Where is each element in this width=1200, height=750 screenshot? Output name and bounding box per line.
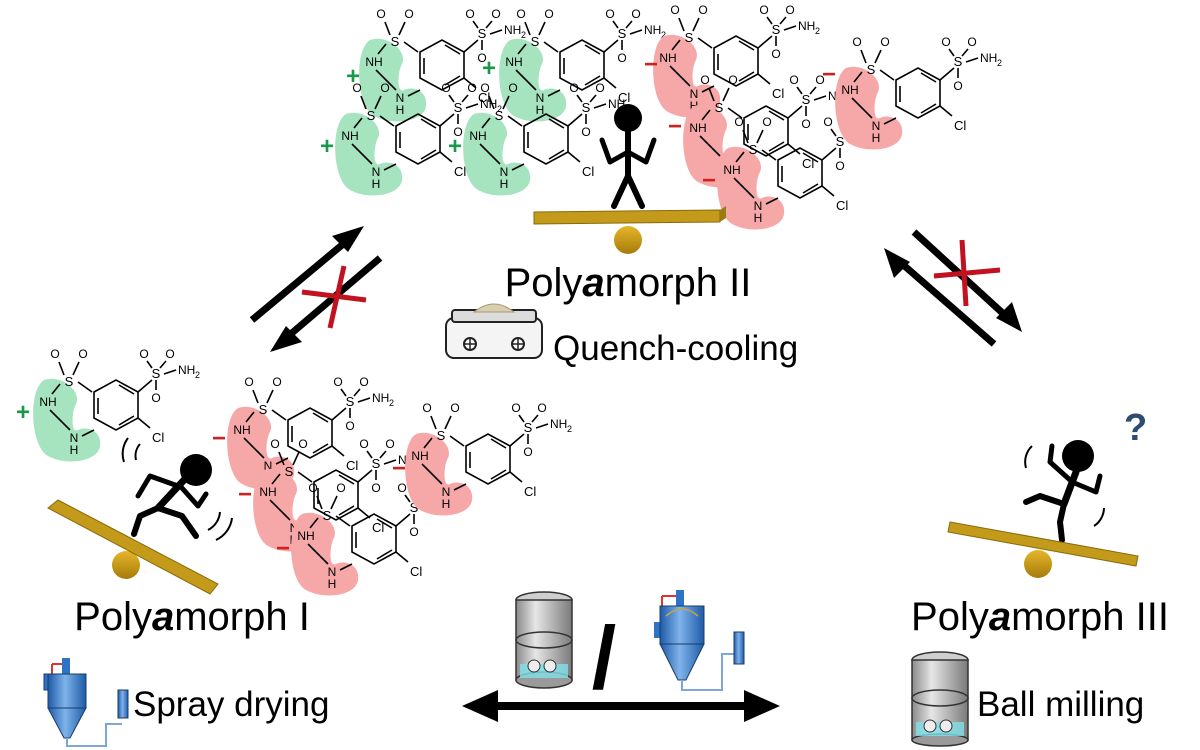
ball-mill-jar-icon — [515, 591, 573, 689]
ball-milling-label: Ball milling — [977, 685, 1144, 724]
molecule-negative — [404, 400, 573, 517]
molecule-negative — [834, 34, 1003, 151]
blocked-cross-left — [301, 265, 367, 329]
arrow-iii-to-ii — [884, 248, 997, 347]
positive-sign: + — [448, 133, 462, 160]
seesaw-tilted-right-icon — [947, 521, 1139, 578]
molecule-positive-left — [32, 346, 201, 463]
molecule-cluster-positive-top — [334, 6, 667, 197]
stick-figure-icon — [602, 104, 654, 206]
negative-sign: − — [644, 51, 658, 78]
negative-sign: − — [822, 61, 836, 88]
blocked-cross-right — [933, 239, 1001, 307]
positive-sign: + — [16, 399, 30, 426]
negative-sign: − — [276, 535, 290, 562]
question-mark: ? — [1124, 407, 1147, 449]
arrow-i-iii-bidirectional — [462, 690, 780, 722]
molecule-positive — [32, 346, 201, 463]
positive-sign: + — [482, 55, 496, 82]
charge-signs-left: − − − − — [212, 425, 406, 562]
charge-signs-top: + + + + − − − − — [320, 51, 836, 194]
negative-sign: − — [212, 425, 226, 452]
stick-figure-kicking-icon — [1023, 440, 1105, 543]
spray-dryer-icon — [654, 590, 745, 691]
positive-sign: + — [320, 133, 334, 160]
molecule-cluster-negative-top — [652, 2, 1003, 231]
quench-cooling-label: Quench-cooling — [553, 329, 798, 368]
negative-sign: − — [392, 455, 406, 482]
molecule-negative — [652, 2, 821, 119]
ball-mill-jar-icon — [911, 651, 969, 747]
polyamorph-ii-label: Polyamorph II — [505, 261, 752, 305]
seesaw-icon — [533, 206, 726, 254]
molecule-cluster-negative-left — [226, 374, 573, 597]
arrow-i-to-ii — [249, 226, 364, 323]
positive-sign: + — [346, 63, 360, 90]
arrow-ii-to-i — [270, 255, 383, 352]
hot-plate-icon — [445, 303, 543, 359]
spray-dryer-icon — [43, 658, 129, 747]
negative-sign: − — [668, 113, 682, 140]
method-separator: / — [592, 608, 616, 707]
polyamorph-i-label: Polyamorph I — [74, 595, 310, 639]
stick-figure-falling-icon — [121, 437, 233, 541]
negative-sign: − — [702, 167, 716, 194]
polyamorph-iii-label: Polyamorph III — [911, 595, 1169, 639]
seesaw-tilted-left-icon — [47, 499, 219, 595]
negative-sign: − — [238, 481, 252, 508]
spray-drying-label: Spray drying — [133, 685, 329, 724]
